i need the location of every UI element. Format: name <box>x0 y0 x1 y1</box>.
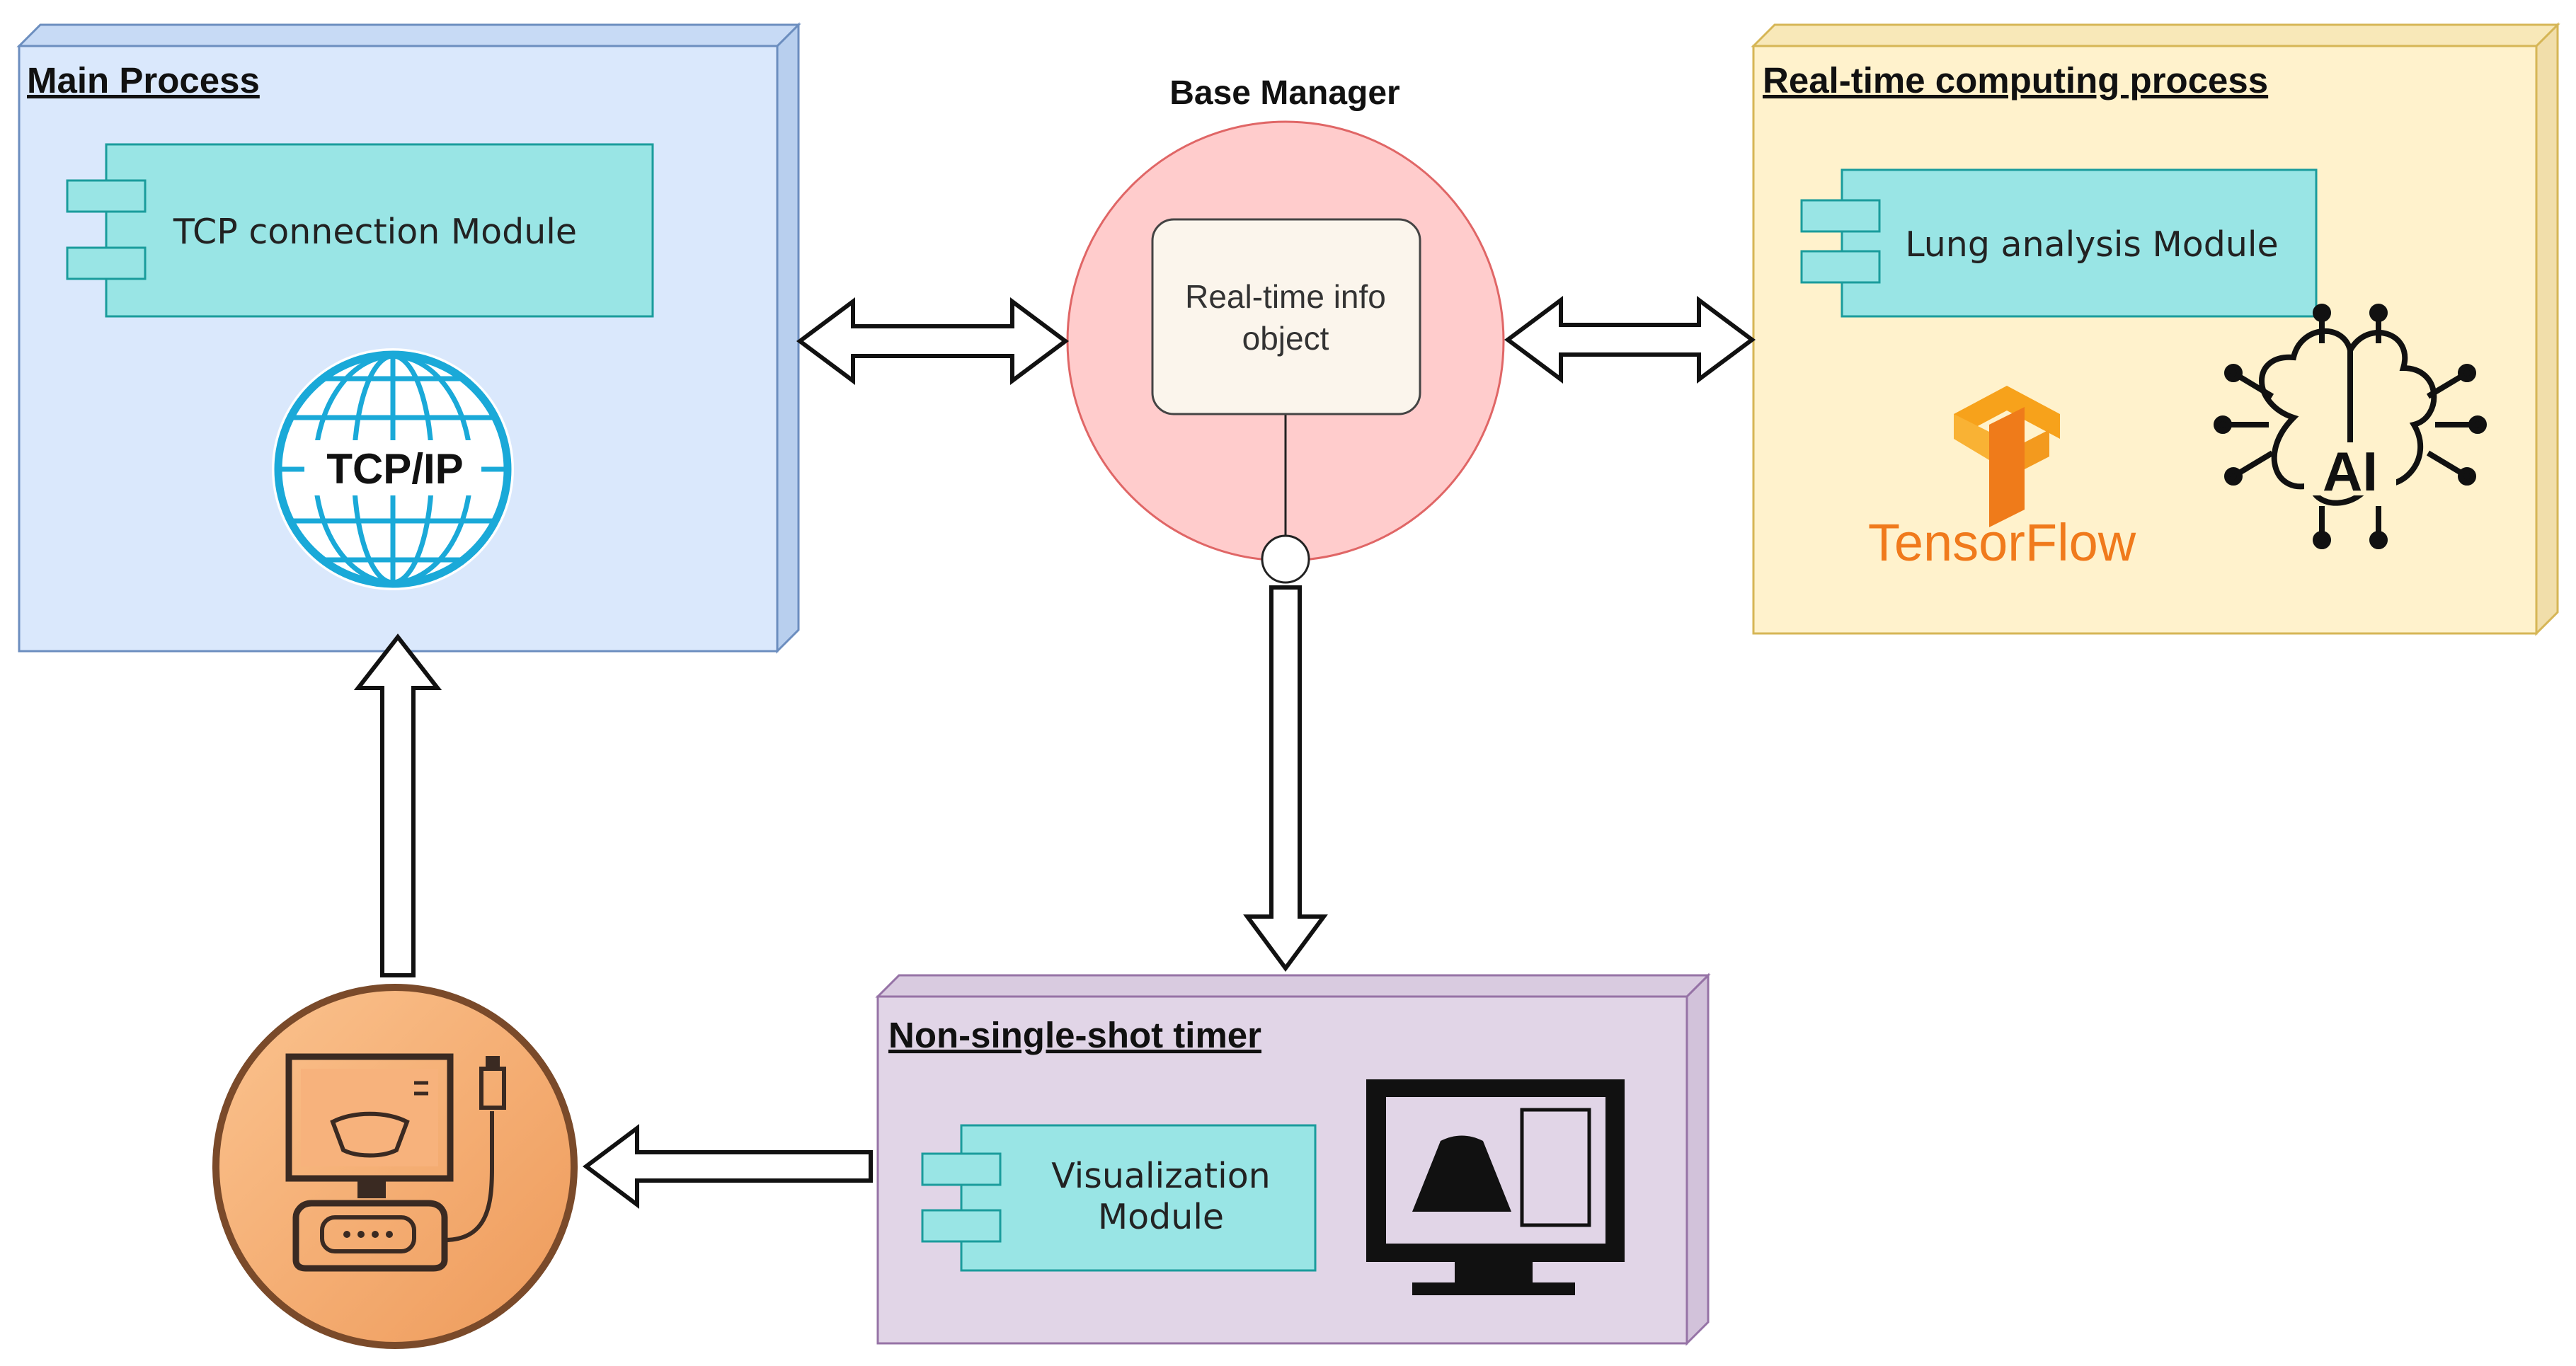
globe-icon: TCP/IP <box>272 348 514 590</box>
visualization-module: Visualization Module <box>921 1124 1317 1272</box>
tcp-module-label: TCP connection Module <box>173 212 577 252</box>
realtime-computing-node: Real-time computing process <box>1751 22 2560 636</box>
tensorflow-text: TensorFlow <box>1868 513 2136 572</box>
realtime-info-object: Real-time info object <box>1151 218 1421 415</box>
object-label-line2: object <box>1242 320 1329 357</box>
object-label-line1: Real-time info <box>1185 278 1386 315</box>
visualization-label-line1: Visualization <box>1051 1156 1271 1196</box>
tcp-connection-module: TCP connection Module <box>66 143 654 318</box>
tcp-ip-label: TCP/IP <box>326 445 463 493</box>
realtime-process-title: Real-time computing process <box>1763 60 2268 101</box>
lung-analysis-module: Lung analysis Module <box>1800 168 2318 318</box>
lung-module-label: Lung analysis Module <box>1905 224 2278 265</box>
arrow-manager-to-timer <box>1243 585 1328 972</box>
visualization-label-line2: Module <box>1098 1197 1224 1237</box>
tensorflow-logo: TensorFlow <box>1868 386 2136 572</box>
arrow-timer-to-device <box>583 1124 873 1209</box>
double-arrow-manager-realtime <box>1504 296 1756 384</box>
ai-label: AI <box>2323 440 2378 503</box>
double-arrow-main-manager <box>796 297 1070 385</box>
main-process-title: Main Process <box>27 60 260 101</box>
ultrasound-device-icon <box>212 984 578 1349</box>
timer-title: Non-single-shot timer <box>888 1015 1261 1055</box>
monitor-icon <box>1366 1079 1625 1295</box>
base-manager-title: Base Manager <box>1169 74 1399 112</box>
ai-brain-icon: AI <box>2214 304 2487 549</box>
arrow-device-to-main <box>353 633 442 977</box>
